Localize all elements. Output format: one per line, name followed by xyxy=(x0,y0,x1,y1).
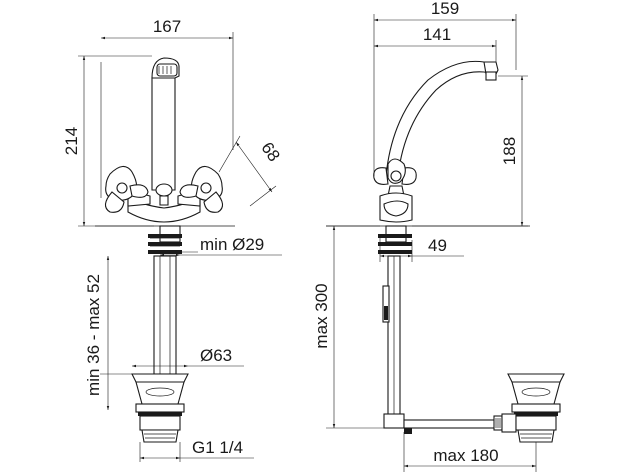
front-spout xyxy=(151,77,176,191)
dim-side-reach: 141 xyxy=(423,25,451,44)
front-body xyxy=(127,194,201,223)
side-handle xyxy=(373,158,417,197)
side-waste xyxy=(501,373,565,443)
front-rods xyxy=(153,255,177,375)
dim-mount-thickness: min 36 - max 52 xyxy=(84,274,103,396)
dim-flange: Ø63 xyxy=(200,346,232,365)
front-nut-stack xyxy=(148,225,182,254)
side-horizontal-rod xyxy=(403,419,497,429)
side-nut-stack xyxy=(378,225,412,254)
side-view: 159 141 188 49 max 300 max 180 xyxy=(312,0,565,472)
front-view: 167 214 68 min Ø29 min 36 - max 52 Ø63 G… xyxy=(62,17,284,462)
dim-side-max-rod: max 180 xyxy=(433,446,498,465)
dim-front-height: 214 xyxy=(62,127,81,155)
dim-handle-offset: 68 xyxy=(257,139,283,165)
dim-mount-hole: min Ø29 xyxy=(200,235,264,254)
side-spout xyxy=(385,60,495,177)
front-center-knob xyxy=(155,183,173,197)
front-waste xyxy=(131,373,189,443)
front-left-handle xyxy=(104,165,151,213)
dim-thread: G1 1/4 xyxy=(192,438,243,457)
dim-side-shank: 49 xyxy=(428,236,447,255)
front-right-handle xyxy=(177,165,224,213)
dim-side-max-depth: max 300 xyxy=(312,283,331,348)
dim-front-width: 167 xyxy=(153,17,181,36)
dim-side-height: 188 xyxy=(500,137,519,165)
side-rod-clamp xyxy=(493,415,503,431)
dim-side-overall: 159 xyxy=(431,0,459,18)
dim-line-68 xyxy=(235,141,273,193)
